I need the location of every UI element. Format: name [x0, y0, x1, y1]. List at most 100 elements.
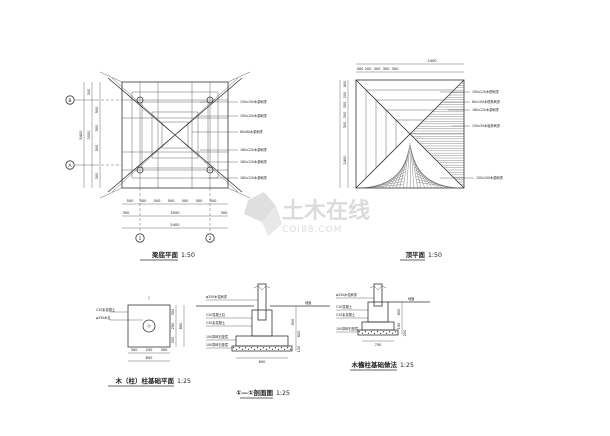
beam-plan-bottom-dims: 500 500 500 500 500 500 500 300 3000 300… — [122, 199, 228, 228]
gravel-dot — [290, 349, 291, 350]
axis-label-2: 2 — [209, 236, 212, 242]
section-11-note-5: 100厚碎石垫层 — [206, 342, 228, 347]
section-22-dim-1: 600 — [397, 308, 401, 316]
beam-left-dim-1: 300 — [87, 88, 91, 96]
gravel-dot — [257, 347, 258, 348]
gravel-dot — [275, 347, 276, 348]
beam-left-dim-3: 500 — [95, 124, 99, 132]
section-22-dim-2: 150 — [397, 322, 401, 330]
section-22-gravel — [359, 331, 396, 334]
gravel-dot — [368, 333, 369, 334]
hatch-line — [396, 154, 408, 188]
beam-left-dim-4: 500 — [95, 144, 99, 152]
hatch-line — [411, 146, 414, 189]
gravel-dot — [392, 333, 393, 334]
beam-note-6: 180x120木梁刷漆 — [240, 175, 268, 180]
watermark: 土木在线 COI88.COM — [244, 192, 370, 236]
section-22-scale: 1:25 — [400, 362, 414, 369]
roof-plan-title-text: 顶平面 — [406, 250, 426, 259]
beam-bottom-group: 3000 — [170, 211, 180, 215]
gravel-dot — [239, 347, 240, 348]
footing-plan-title: 木（柱）柱基础平面 1:25 — [108, 376, 191, 386]
hatch-line — [371, 175, 404, 188]
footing-note-1: C20素混凝土 — [96, 307, 116, 312]
footing-right-total: 850 — [179, 322, 183, 330]
gravel-dot — [254, 349, 255, 350]
footing-right-dim-1: 300 — [171, 308, 175, 316]
roof-top-dim-5: 300 — [392, 67, 400, 71]
section-11-ground-label: 地面 — [305, 300, 311, 305]
section-11-note-4: 100厚碎石垫层 — [206, 334, 228, 339]
gravel-dot — [248, 349, 249, 350]
axis-label-a: A — [68, 163, 72, 169]
hatch-line — [367, 178, 403, 188]
roof-plan-drawing — [356, 80, 474, 188]
beam-plan-drawing — [96, 72, 250, 232]
beam-bottom-dim-3: 500 — [154, 199, 162, 203]
section-11-notes: φ250木柱刷漆 C20混凝土柱 C20素混凝土 100厚碎石垫层 100厚碎石… — [206, 294, 228, 347]
footing-bottom-total: 850 — [146, 356, 154, 360]
roof-note-3: 180x120木梁刷漆 — [472, 107, 500, 112]
gravel-dot — [266, 349, 267, 350]
section-11-dim-total: 850 — [259, 360, 267, 364]
gravel-dot — [374, 333, 375, 334]
roof-note-1: 100x120木檩刷漆 — [472, 89, 500, 94]
gravel-dot — [359, 331, 360, 332]
gravel-dot — [233, 347, 234, 348]
beam-bottom-total: 5400 — [170, 223, 180, 227]
beam-bottom-edge-right: 300 — [221, 211, 229, 215]
gravel-dot — [263, 347, 264, 348]
section-22-dim-3: 200 — [403, 329, 407, 337]
hatch-line — [407, 145, 410, 188]
roof-left-dim-3: 300 — [343, 101, 347, 109]
section-11-dim-3: 100 — [297, 345, 301, 353]
footing-right-dim-2: 250 — [171, 322, 175, 330]
watermark-logo-icon — [244, 192, 282, 236]
footing-note-2: φ250木柱 — [96, 315, 111, 320]
beam-note-1: 150x150木梁刷漆 — [240, 99, 268, 104]
hatch-line — [411, 149, 417, 188]
hatch-line — [378, 169, 405, 188]
gravel-dot — [371, 331, 372, 332]
gravel-dot — [236, 349, 237, 350]
beam-plan-notes: 150x150木梁刷漆 100x100木梁刷漆 80x80木梁刷漆 180x12… — [240, 99, 268, 180]
gravel-dot — [260, 349, 261, 350]
section-11-note-2: C20混凝土柱 — [206, 312, 226, 317]
beam-note-3: 80x80木梁刷漆 — [240, 129, 264, 134]
beam-note-5: 180x120木梁刷漆 — [240, 159, 268, 164]
beam-bottom-dim-1: 500 — [127, 199, 135, 203]
gravel-dot — [365, 331, 366, 332]
roof-note-5: 100x100木梁刷漆 — [476, 175, 504, 180]
section-22-dim-total: 750 — [375, 343, 383, 347]
roof-left-dim-5: 300 — [343, 121, 347, 129]
section-22-ground-label: 地面 — [408, 296, 414, 301]
gravel-dot — [377, 331, 378, 332]
beam-plan-title: 梁底平面 1:50 — [140, 250, 195, 260]
roof-top-dim-1: 400 — [357, 67, 365, 71]
footing-bottom-dim-3: 300 — [161, 348, 169, 352]
section-11-title: ①—①剖面图 1:25 — [236, 388, 290, 398]
beam-bottom-edge-left: 300 — [123, 211, 131, 215]
hatch-line — [417, 182, 457, 188]
section-11-note-3: C20素混凝土 — [206, 320, 226, 325]
beam-plan-left-dims: 300 500 500 3000 500 300 5400 — [79, 82, 100, 188]
gravel-dot — [284, 349, 285, 350]
gravel-dot — [272, 349, 273, 350]
roof-plan-scale: 1:50 — [428, 252, 442, 259]
roof-top-total: 2400 — [427, 59, 437, 63]
roof-plan-title: 顶平面 1:50 — [400, 250, 442, 260]
gravel-dot — [269, 347, 270, 348]
beam-left-dim-2: 500 — [95, 106, 99, 114]
beam-note-2: 100x100木梁刷漆 — [240, 113, 268, 118]
roof-top-dim-3: 300 — [374, 67, 382, 71]
roof-plan-left-dims: 400 200 300 300 300 2400 — [340, 80, 348, 188]
gravel-dot — [362, 333, 363, 334]
roof-top-dim-4: 300 — [383, 67, 391, 71]
section-11-dim-1: 500 — [291, 318, 295, 326]
beam-bottom-dim-2: 500 — [140, 199, 148, 203]
footing-plan-drawing: 300 250 300 850 300 250 300 850 — [110, 296, 184, 361]
beam-left-group: 3000 — [87, 130, 91, 140]
gravel-dot — [281, 347, 282, 348]
